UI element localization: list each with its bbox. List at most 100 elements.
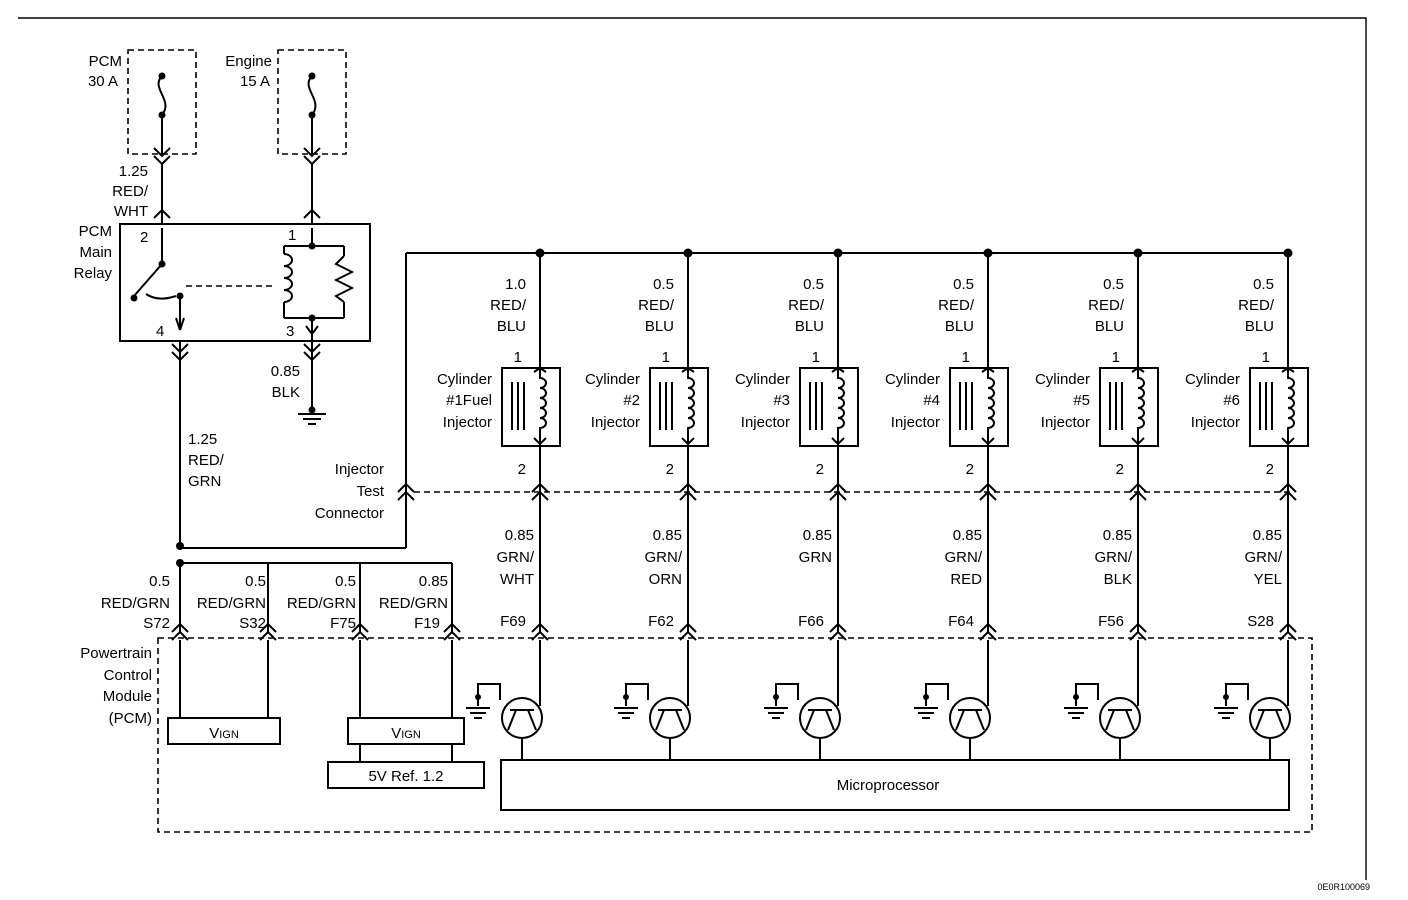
- driver-5-ground-wire: [1075, 683, 1099, 706]
- injector-6-test-tap-1: [1279, 482, 1297, 493]
- driver-5-ground-dot: [1073, 694, 1079, 700]
- injector-channels: 1.0RED/BLU1Cylinder#1FuelInjector20.85GR…: [437, 248, 1309, 760]
- injector-4-body: [949, 367, 1009, 447]
- injector-1-connector-1: [531, 622, 549, 633]
- injector-4-feed-color2: BLU: [945, 318, 974, 335]
- injector-2-name-1: Cylinder: [585, 371, 640, 388]
- injector-5-name-1: Cylinder: [1035, 371, 1090, 388]
- driver-3-ground-wire: [775, 683, 799, 706]
- injector-3-test-tap-1: [829, 482, 847, 493]
- injector-6-pin-2: 2: [1266, 461, 1274, 478]
- injector-2-feed-color2: BLU: [645, 318, 674, 335]
- pcm-main-relay: PCM Main Relay 2 1 4 3: [74, 223, 371, 342]
- driver-4-ground-dot: [923, 694, 929, 700]
- injector-6-pin-1: 1: [1262, 349, 1270, 366]
- relay-pin-3: 3: [286, 323, 294, 340]
- fuse-engine: Engine 15 A: [225, 49, 347, 166]
- microprocessor-block: [500, 759, 1290, 811]
- injector-1-arrow-top: [533, 366, 547, 373]
- pcm-input-1-terminal: S72: [143, 615, 170, 632]
- injector-4-ctl-gauge: 0.85: [953, 527, 982, 544]
- driver-3-collector: [825, 709, 835, 731]
- injector-1-name-3: Injector: [443, 414, 492, 431]
- driver-2-ground-dot: [623, 694, 629, 700]
- driver-1-transistor: [501, 697, 543, 739]
- injector-5-name-3: Injector: [1041, 414, 1090, 431]
- driver-3-emitter: [805, 709, 815, 731]
- injector-2-feed-color1: RED/: [638, 297, 675, 314]
- driver-5-emitter: [1105, 709, 1115, 731]
- test-connector-line2: Test: [356, 483, 384, 500]
- injector-1-test-tap-1: [531, 482, 549, 493]
- injector-5-feed-gauge: 0.5: [1103, 276, 1124, 293]
- injector-1-name-1: Cylinder: [437, 371, 492, 388]
- ref-block: [327, 761, 485, 789]
- wire-ground-color: BLK: [272, 384, 300, 401]
- injector-4-name-3: Injector: [891, 414, 940, 431]
- injector-4-feed-color1: RED/: [938, 297, 975, 314]
- injector-1-name-2: #1Fuel: [446, 392, 492, 409]
- injector-5-connector-2: [1129, 630, 1147, 641]
- injector-6-body: [1249, 367, 1309, 447]
- injector-6-connector-2: [1279, 630, 1297, 641]
- injector-3-connector-1: [829, 622, 847, 633]
- pcm-input-2-terminal: S32: [239, 615, 266, 632]
- injector-3-test-tap-2: [829, 490, 847, 501]
- vign-block-2: [347, 717, 465, 745]
- injector-3-connector-2: [829, 630, 847, 641]
- injector-1-pin-1: 1: [514, 349, 522, 366]
- microprocessor-label: Microprocessor: [837, 777, 940, 794]
- injector-4-name-1: Cylinder: [885, 371, 940, 388]
- injector-1-test-tap-2: [531, 490, 549, 501]
- pcm-input-1-gauge: 0.5: [149, 573, 170, 590]
- injector-3-coil: [837, 368, 845, 446]
- pcm-label-3: Module: [103, 688, 152, 705]
- vign-block-1: [167, 717, 281, 745]
- injector-5-coil: [1137, 368, 1145, 446]
- injector-2-test-tap-2: [679, 490, 697, 501]
- wire-pcm-color1: RED/: [112, 183, 149, 200]
- pcm-input-3-gauge: 0.5: [335, 573, 356, 590]
- driver-4-emitter: [955, 709, 965, 731]
- pcm-input-4-color: RED/GRN: [379, 595, 448, 612]
- wire-pcm-gauge: 1.25: [119, 163, 148, 180]
- fuse-pcm: PCM 30 A: [88, 49, 197, 166]
- relay-label-1: PCM: [79, 223, 112, 240]
- test-connector-line1: Injector: [335, 461, 384, 478]
- injector-3-ctl-gauge: 0.85: [803, 527, 832, 544]
- injector-2-connector-1: [679, 622, 697, 633]
- injector-4-feed-gauge: 0.5: [953, 276, 974, 293]
- relay-pin-4: 4: [156, 323, 164, 340]
- injector-3-arrow-top: [831, 366, 845, 373]
- relay-pin-1: 1: [288, 227, 296, 244]
- driver-2-transistor: [649, 697, 691, 739]
- injector-5-feed-color1: RED/: [1088, 297, 1125, 314]
- injector-1-feed-gauge: 1.0: [505, 276, 526, 293]
- pcm-label-4: (PCM): [109, 710, 152, 727]
- driver-4-collector: [975, 709, 985, 731]
- injector-5-test-tap-2: [1129, 490, 1147, 501]
- injector-5-arrow-top: [1131, 366, 1145, 373]
- driver-3-ground-dot: [773, 694, 779, 700]
- fuse-pcm-name: PCM: [89, 53, 122, 70]
- wire-relayout-color1: RED/: [188, 452, 225, 469]
- injector-4-connector-2: [979, 630, 997, 641]
- injector-6-name-1: Cylinder: [1185, 371, 1240, 388]
- relay-label-2: Main: [79, 244, 112, 261]
- injector-4-pin-2: 2: [966, 461, 974, 478]
- injector-3-feed-gauge: 0.5: [803, 276, 824, 293]
- driver-2-ground-wire: [625, 683, 649, 706]
- injector-2-body: [649, 367, 709, 447]
- test-connector-line3: Connector: [315, 505, 384, 522]
- injector-4-ctl-color2: RED: [950, 571, 982, 588]
- document-code: 0E0R100069: [1317, 882, 1370, 892]
- vign-block-2-label: VIGN: [391, 725, 421, 742]
- injector-2-name-2: #2: [623, 392, 640, 409]
- injector-6-arrow-bottom: [1281, 437, 1295, 446]
- injector-2-feed-gauge: 0.5: [653, 276, 674, 293]
- frame-border: [18, 17, 1367, 880]
- driver-4-transistor: [949, 697, 991, 739]
- driver-3-transistor: [799, 697, 841, 739]
- injector-6-arrow-top: [1281, 366, 1295, 373]
- pcm-input-2-color: RED/GRN: [197, 595, 266, 612]
